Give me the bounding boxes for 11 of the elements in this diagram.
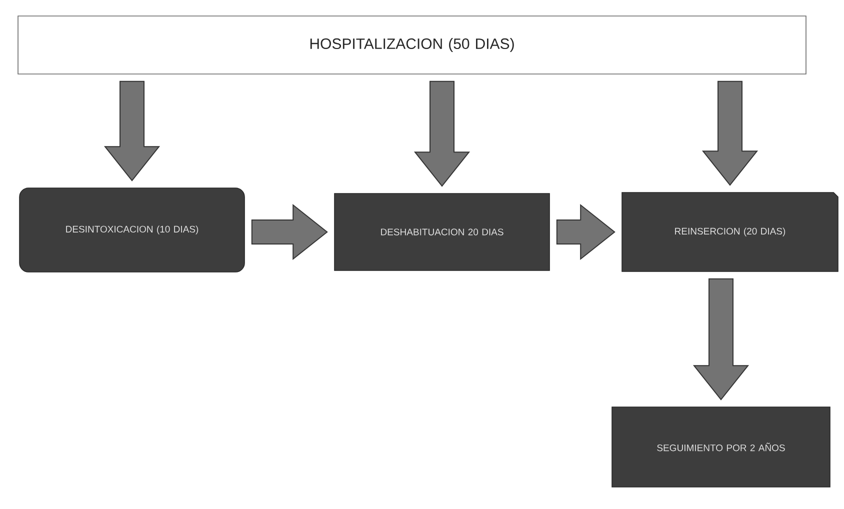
block-arrow bbox=[414, 80, 470, 187]
header-box: HOSPITALIZACION (50 DIAS) bbox=[18, 16, 806, 74]
stage-box: DESINTOXICACION (10 DIAS) bbox=[19, 188, 245, 272]
stage-box: DESHABITUACION 20 DIAS bbox=[334, 193, 550, 271]
stage-box: REINSERCION (20 DIAS) bbox=[622, 192, 838, 272]
block-arrow bbox=[702, 80, 758, 186]
block-arrow bbox=[251, 204, 328, 260]
stage-box: SEGUIMIENTO POR 2 AÑOS bbox=[612, 406, 830, 488]
block-arrow bbox=[692, 278, 750, 400]
block-arrow bbox=[104, 80, 160, 182]
block-arrow bbox=[556, 204, 616, 260]
